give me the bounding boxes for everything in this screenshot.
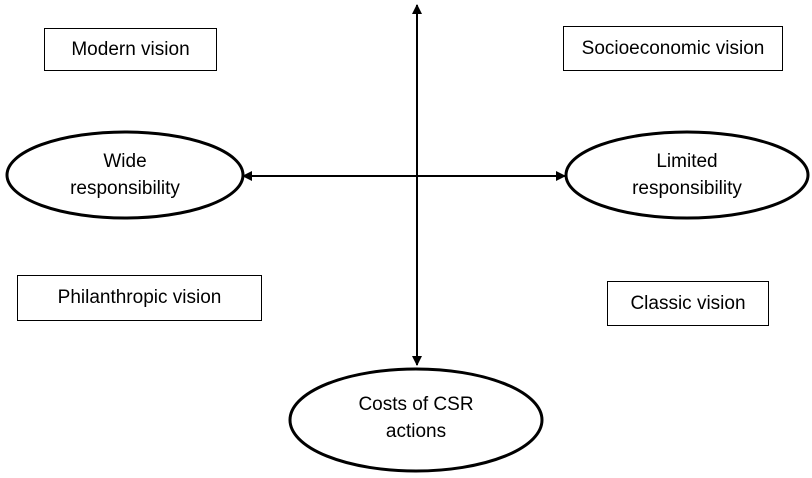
limited-responsibility-line2: responsibility [632, 178, 742, 199]
costs-of-csr-line1: Costs of CSR [358, 394, 474, 415]
socioeconomic-vision-label: Socioeconomic vision [581, 37, 765, 59]
classic-vision-box: Classic vision [607, 281, 769, 326]
socioeconomic-vision-box: Socioeconomic vision [563, 26, 783, 71]
wide-responsibility-oval [5, 130, 245, 220]
classic-vision-label: Classic vision [630, 292, 746, 314]
limited-responsibility-oval [564, 130, 810, 220]
modern-vision-label: Modern vision [71, 38, 190, 60]
costs-of-csr-line2: actions [385, 421, 447, 442]
limited-responsibility-line1: Limited [656, 151, 718, 172]
modern-vision-box: Modern vision [44, 28, 217, 71]
wide-responsibility-text: Wide responsibility [15, 135, 235, 215]
philanthropic-vision-label: Philanthropic vision [57, 287, 222, 308]
philanthropic-vision-box: Philanthropic vision [17, 275, 262, 321]
costs-of-csr-text: Costs of CSR actions [306, 378, 526, 458]
limited-responsibility-text: Limited responsibility [577, 135, 797, 215]
wide-responsibility-line2: responsibility [70, 178, 180, 199]
wide-responsibility-line1: Wide [103, 151, 147, 172]
costs-of-csr-oval [288, 367, 544, 473]
